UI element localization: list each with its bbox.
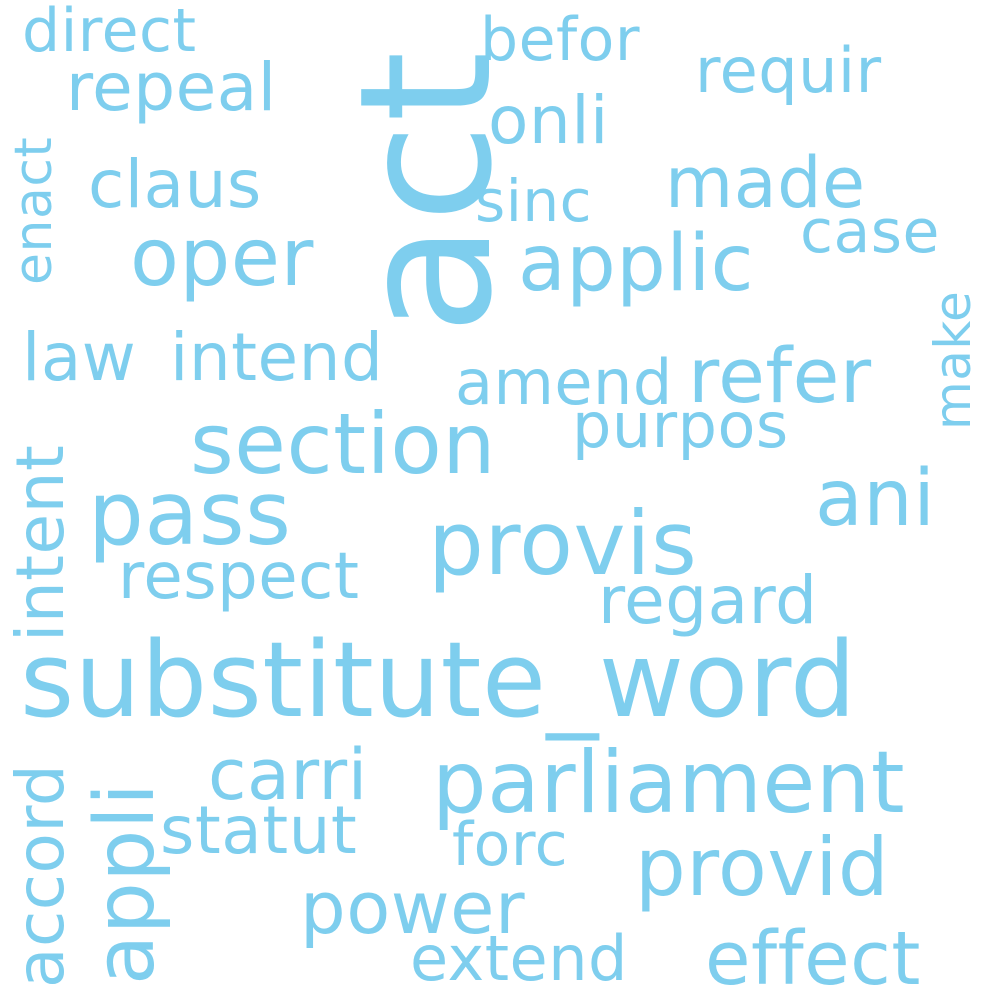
word-made: made xyxy=(665,142,866,224)
word-refer: refer xyxy=(688,331,872,420)
word-direct: direct xyxy=(22,0,197,66)
word-case: case xyxy=(800,197,940,267)
word-carri: carri xyxy=(208,734,368,816)
word-extend: extend xyxy=(410,922,628,995)
word-intend: intend xyxy=(170,319,384,396)
word-substitute-word: substitute_word xyxy=(20,619,857,741)
word-power: power xyxy=(300,866,526,950)
word-appli: appli xyxy=(78,782,173,985)
word-claus: claus xyxy=(88,146,262,223)
word-purpos: purpos xyxy=(572,389,789,462)
word-pass: pass xyxy=(88,462,292,565)
word-section: section xyxy=(190,395,497,493)
word-requir: requir xyxy=(695,34,882,107)
word-law: law xyxy=(22,319,137,396)
word-ani: ani xyxy=(815,454,936,544)
word-statut: statut xyxy=(160,792,358,869)
word-sinc: sinc xyxy=(475,167,592,235)
word-befor: befor xyxy=(480,5,640,75)
word-accord: accord xyxy=(2,763,79,988)
word-forc: forc xyxy=(452,810,569,880)
word-oper: oper xyxy=(130,211,314,304)
word-regard: regard xyxy=(598,562,818,639)
word-effect: effect xyxy=(705,916,921,1000)
word-onli: onli xyxy=(488,82,609,159)
word-intent: intent xyxy=(2,444,79,642)
word-enact: enact xyxy=(4,136,64,285)
word-respect: respect xyxy=(118,540,360,614)
word-provis: provis xyxy=(428,492,698,595)
word-amend: amend xyxy=(455,346,673,419)
word-applic: applic xyxy=(518,219,755,309)
word-parliament: parliament xyxy=(432,733,906,833)
word-repeal: repeal xyxy=(66,49,277,126)
word-make: make xyxy=(924,290,982,430)
word-provid: provid xyxy=(635,821,890,914)
